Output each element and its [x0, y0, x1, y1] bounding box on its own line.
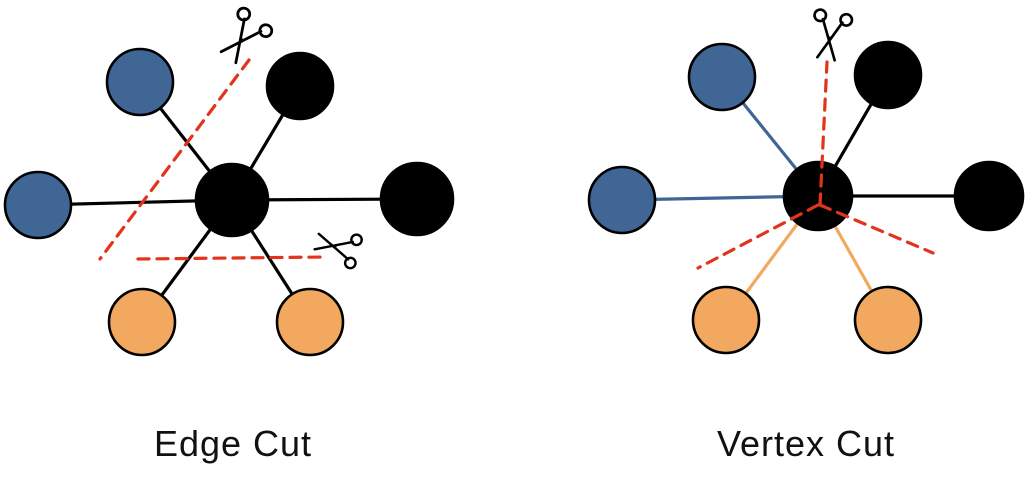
scissors-icon: [313, 232, 363, 270]
graph-node: [107, 287, 177, 357]
scissors-pivot: [239, 38, 244, 42]
graph-node: [265, 51, 335, 121]
scissors-handle: [258, 23, 274, 39]
scissors-handle: [350, 233, 363, 247]
graph-node: [853, 40, 923, 110]
cut-line: [98, 58, 251, 261]
graph-node: [379, 161, 455, 237]
graph-center-node: [194, 162, 270, 238]
graph-node: [953, 160, 1025, 232]
scissors-blade: [219, 29, 263, 54]
edge-cut-graph: [3, 6, 455, 357]
scissors-handle: [343, 256, 357, 270]
scissors-handle: [839, 12, 854, 27]
scissors-pivot: [333, 244, 337, 248]
edge-cut-label: Edge Cut: [154, 423, 312, 464]
scissors-blade: [816, 21, 844, 59]
scissors-icon: [219, 6, 274, 65]
vertex-cut-graph: [587, 8, 1025, 355]
cut-line: [136, 255, 327, 261]
graph-center-node: [782, 160, 854, 232]
scissors-handle: [236, 6, 252, 22]
graph-node: [3, 170, 73, 240]
graph-node: [587, 165, 657, 235]
graph-node: [691, 285, 761, 355]
scissors-handle: [813, 8, 828, 23]
graph-node: [105, 47, 175, 117]
scissors-icon: [813, 8, 854, 62]
graphs-layer: [3, 6, 1025, 357]
cut-line: [818, 203, 935, 255]
scissors-blade: [317, 232, 350, 261]
graph-node: [853, 285, 923, 355]
graph-node: [275, 287, 345, 357]
graph-node: [687, 42, 757, 112]
scissors-pivot: [827, 36, 832, 40]
cut-line: [818, 60, 829, 207]
cut-line: [696, 203, 820, 270]
vertex-cut-label: Vertex Cut: [717, 423, 895, 464]
